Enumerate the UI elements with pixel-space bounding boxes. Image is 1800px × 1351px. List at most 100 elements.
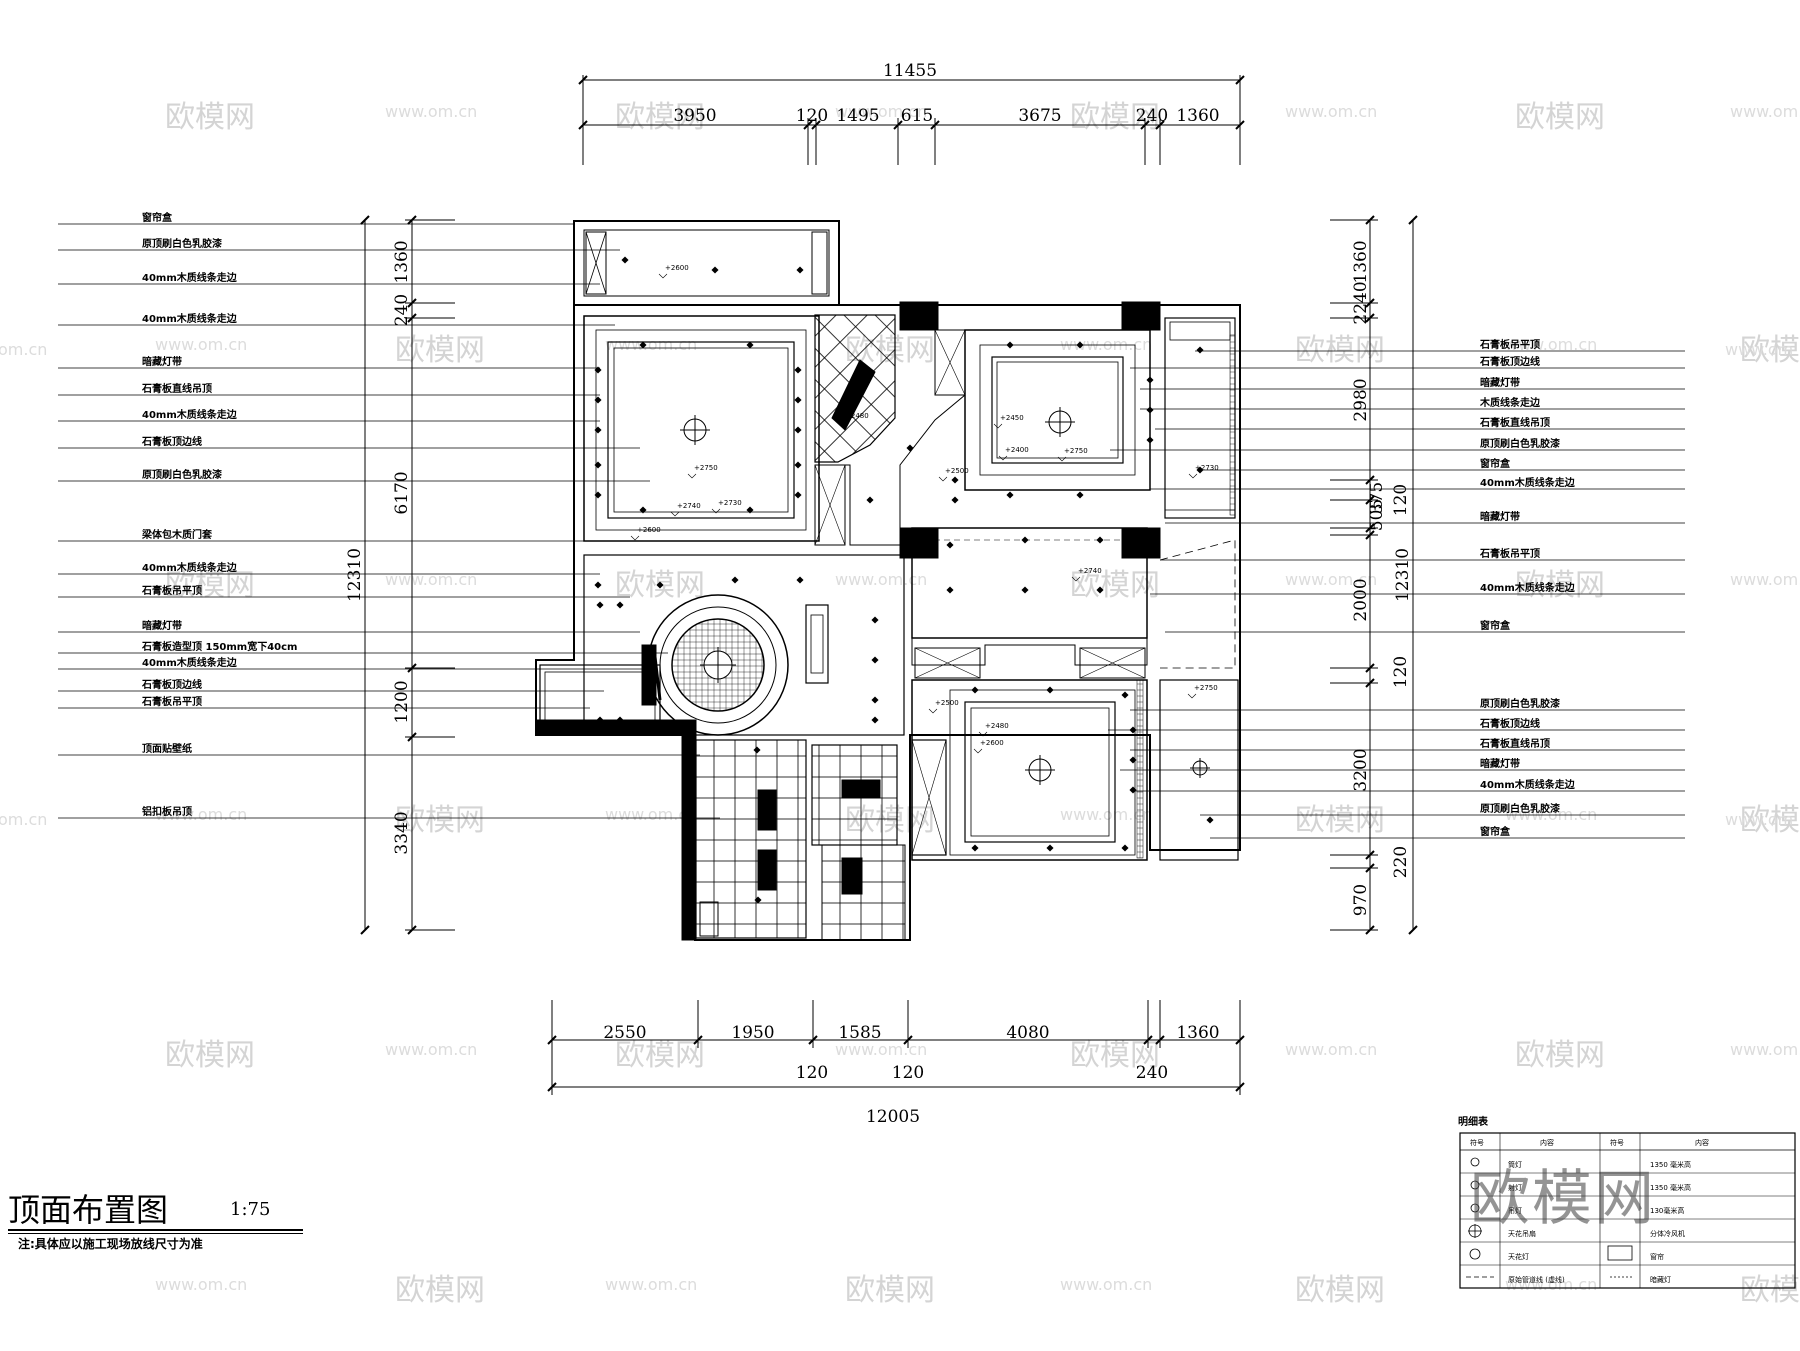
legend-header: 内容 bbox=[1540, 1138, 1554, 1147]
spotlight-dot bbox=[1121, 844, 1129, 852]
elevation-mark: +2740 bbox=[1078, 567, 1102, 575]
watermark-site: www.om.cn bbox=[1060, 1275, 1152, 1294]
room-bedroom-2 bbox=[911, 679, 1148, 861]
spotlight-dot bbox=[596, 601, 604, 609]
watermark-site: www.om.cn bbox=[385, 102, 477, 121]
spotlight-dot bbox=[1021, 586, 1029, 594]
elevation-mark: +2600 bbox=[665, 264, 689, 272]
right-annotation: 窗帘盒 bbox=[1480, 825, 1511, 838]
left-annotation: 窗帘盒 bbox=[142, 211, 173, 224]
spotlight-dot bbox=[794, 366, 802, 374]
watermark-site: www.om.cn bbox=[155, 805, 247, 824]
spotlight-dot bbox=[616, 716, 624, 724]
right-annotation: 窗帘盒 bbox=[1480, 619, 1511, 632]
elevation-mark: +2750 bbox=[1064, 447, 1088, 455]
spotlight-dot bbox=[1146, 436, 1154, 444]
spotlight-dot bbox=[1206, 816, 1214, 824]
spotlight-dot bbox=[794, 426, 802, 434]
dim-bottom-segment: 2550 bbox=[603, 1023, 646, 1043]
elevation-mark: +2730 bbox=[1195, 464, 1219, 472]
spotlight-dot bbox=[951, 496, 959, 504]
watermark-site: www.om.cn bbox=[385, 570, 477, 589]
spotlight-dot bbox=[1129, 786, 1137, 794]
dim-right-segment: 970 bbox=[1351, 884, 1371, 916]
spotlight-dot bbox=[656, 581, 664, 589]
watermark-brand: 欧模网 bbox=[615, 100, 705, 135]
watermark-brand: 欧模网 bbox=[615, 1038, 705, 1073]
watermark-site: www.om.cn bbox=[1285, 102, 1377, 121]
spotlight-dot bbox=[1076, 491, 1084, 499]
spotlight-dot bbox=[794, 491, 802, 499]
spotlight-dot bbox=[639, 506, 647, 514]
left-annotation: 石膏板吊平顶 bbox=[141, 695, 202, 708]
right-annotation: 40mm木质线条走边 bbox=[1480, 581, 1576, 594]
legend-item: 天花灯 bbox=[1508, 1252, 1529, 1261]
spotlight-dot bbox=[866, 496, 874, 504]
legend-item: 窗帘 bbox=[1650, 1252, 1664, 1261]
watermark-site: www.om.cn bbox=[605, 1275, 697, 1294]
dim-left-segment: 6170 bbox=[392, 471, 412, 514]
watermark-site: www.om.cn bbox=[1730, 570, 1800, 589]
elevation-mark: +2730 bbox=[718, 499, 742, 507]
watermark-brand: 欧模网 bbox=[165, 1038, 255, 1073]
spotlight-dot bbox=[594, 491, 602, 499]
left-annotation: 40mm木质线条走边 bbox=[142, 656, 238, 669]
dim-left-total: 12310 bbox=[345, 548, 365, 602]
left-annotation: 石膏板顶边线 bbox=[141, 435, 202, 448]
title-underline-thin bbox=[8, 1233, 303, 1234]
watermark-site: www.om.cn bbox=[1730, 1040, 1800, 1059]
watermark-brand: 欧模网 bbox=[395, 333, 485, 368]
watermark-brand: 欧模网 bbox=[395, 803, 485, 838]
dim-bottom-small: 240 bbox=[1136, 1063, 1168, 1083]
spotlight-dot bbox=[796, 576, 804, 584]
watermark-site-edge: om.cn bbox=[0, 810, 47, 829]
spotlight-dot bbox=[746, 506, 754, 514]
watermark-brand: 欧模网 bbox=[845, 1273, 935, 1308]
spotlight-dot bbox=[1006, 341, 1014, 349]
left-annotation: 暗藏灯带 bbox=[142, 619, 182, 632]
legend-title: 明细表 bbox=[1458, 1115, 1489, 1128]
legend-header: 符号 bbox=[1610, 1138, 1624, 1147]
drawing-title: 顶面布置图 bbox=[8, 1191, 169, 1229]
dim-bottom-small: 120 bbox=[796, 1063, 828, 1083]
watermark-brand: 欧模网 bbox=[1515, 100, 1605, 135]
spotlight-dot bbox=[1146, 376, 1154, 384]
spotlight-dot bbox=[731, 576, 739, 584]
left-annotation: 石膏板顶边线 bbox=[141, 678, 202, 691]
watermark-site: www.om.cn bbox=[605, 335, 697, 354]
spotlight-dot bbox=[1196, 346, 1204, 354]
spotlight-dot bbox=[871, 616, 879, 624]
spotlight-dot bbox=[871, 716, 879, 724]
watermark-brand: 欧模网 bbox=[1295, 333, 1385, 368]
legend-header: 内容 bbox=[1695, 1138, 1709, 1147]
watermark-site-edge: www.om bbox=[1725, 340, 1793, 359]
dim-left-segment: 1360 bbox=[392, 240, 412, 283]
watermark-site-edge: om.cn bbox=[0, 340, 47, 359]
legend-header: 符号 bbox=[1470, 1138, 1484, 1147]
right-annotation: 窗帘盒 bbox=[1480, 457, 1511, 470]
spotlight-dot bbox=[971, 844, 979, 852]
spotlight-dot bbox=[596, 716, 604, 724]
watermark-site: www.om.cn bbox=[1285, 570, 1377, 589]
spotlight-dot bbox=[616, 601, 624, 609]
watermark-site: www.om.cn bbox=[835, 102, 927, 121]
dim-right-total: 12310 bbox=[1393, 548, 1413, 602]
dim-left-segment: 240 bbox=[392, 294, 412, 326]
watermark-brand: 欧模网 bbox=[1515, 1038, 1605, 1073]
spotlight-dot bbox=[594, 366, 602, 374]
left-annotation: 石膏板直线吊顶 bbox=[141, 382, 212, 395]
spotlight-dot bbox=[796, 266, 804, 274]
brand-watermark: 欧模网 bbox=[1470, 1164, 1656, 1234]
title-underline bbox=[8, 1229, 303, 1231]
right-annotation: 原顶刷白色乳胶漆 bbox=[1480, 802, 1560, 815]
left-annotation: 铝扣板吊顶 bbox=[142, 805, 192, 818]
legend-item: 原始管道线 (虚线) bbox=[1508, 1275, 1565, 1284]
watermark-brand: 欧模网 bbox=[165, 100, 255, 135]
spotlight-dot bbox=[754, 896, 762, 904]
watermark-site: www.om.cn bbox=[1060, 805, 1152, 824]
spotlight-dot bbox=[1146, 406, 1154, 414]
watermark-brand: 欧模网 bbox=[1515, 568, 1605, 603]
right-annotation: 石膏板吊平顶 bbox=[1479, 338, 1540, 351]
